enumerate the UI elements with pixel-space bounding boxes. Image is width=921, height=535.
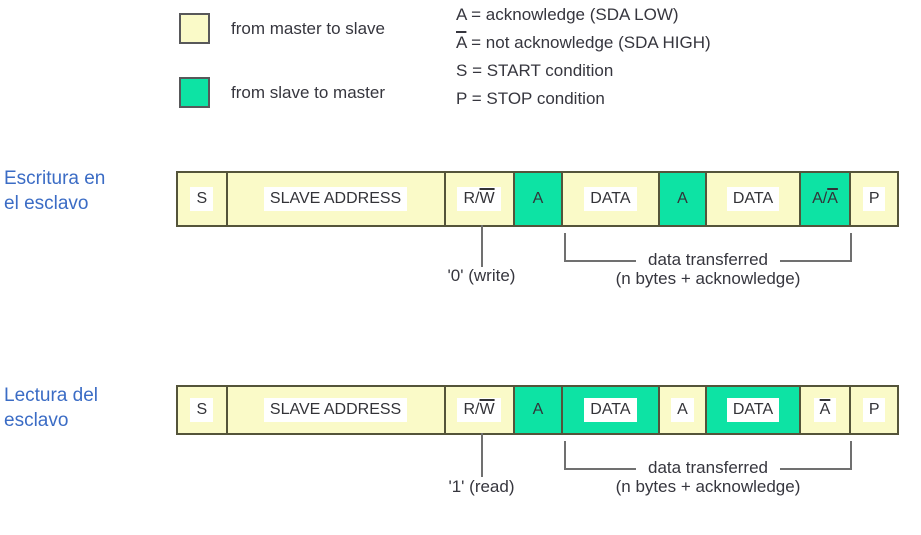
symbol-text: A bbox=[532, 401, 544, 418]
symbol-text: SLAVE ADDRESS bbox=[269, 401, 402, 418]
symbol-text: DATA bbox=[590, 401, 631, 418]
cell-label: A bbox=[671, 398, 694, 422]
symbol-text: S bbox=[196, 190, 208, 207]
symbol-text: P bbox=[456, 89, 468, 108]
cell-label: S bbox=[190, 187, 214, 211]
cell-a: A bbox=[512, 173, 562, 225]
overlined-symbol: A bbox=[819, 401, 831, 418]
row-title-write-to-slave: Escritura en el esclavo bbox=[4, 166, 105, 216]
legend-label: from slave to master bbox=[231, 82, 385, 102]
symbol-text: R/ bbox=[463, 190, 480, 207]
symbol-text: P bbox=[868, 401, 880, 418]
cell-s: S bbox=[178, 173, 226, 225]
bracket-label: data transferred bbox=[635, 458, 781, 478]
cell-label: DATA bbox=[584, 398, 637, 422]
cell-label: S bbox=[190, 398, 214, 422]
symbol-text: SLAVE ADDRESS bbox=[269, 190, 402, 207]
cell-p: P bbox=[849, 387, 897, 433]
cell-label: R/W bbox=[457, 187, 501, 211]
cell-label: DATA bbox=[726, 398, 780, 422]
key-line-s: S = START condition bbox=[456, 61, 614, 80]
symbol-text: A bbox=[532, 190, 544, 207]
pointer-label: '0' (write) bbox=[447, 266, 516, 285]
legend-label: from master to slave bbox=[231, 18, 385, 38]
symbol-text: P bbox=[868, 190, 880, 207]
row-title-line: el esclavo bbox=[4, 193, 89, 214]
pointer-line bbox=[480, 433, 483, 477]
overlined-symbol: W bbox=[479, 401, 495, 418]
cell-slave-address: SLAVE ADDRESS bbox=[225, 173, 444, 225]
cell-a: A bbox=[657, 387, 706, 433]
data-transferred-bracket: data transferred bbox=[564, 441, 852, 478]
master-color-swatch bbox=[179, 13, 210, 44]
cell-label: SLAVE ADDRESS bbox=[263, 398, 408, 422]
row-title-line: Escritura en bbox=[4, 168, 106, 189]
pointer-line bbox=[480, 225, 483, 267]
row-title-read-from-slave: Lectura del esclavo bbox=[4, 383, 98, 433]
cell-s: S bbox=[178, 387, 226, 433]
cell-label: P bbox=[862, 187, 886, 211]
cell-data: DATA bbox=[705, 173, 799, 225]
key-line-a-bar: A = not acknowledge (SDA HIGH) bbox=[456, 33, 711, 52]
overlined-symbol: A bbox=[827, 190, 838, 207]
symbol-text: S bbox=[196, 401, 208, 418]
symbol-text: DATA bbox=[590, 190, 631, 207]
symbol-text: DATA bbox=[732, 401, 774, 418]
cell-label: A bbox=[671, 187, 694, 211]
symbol-text: S bbox=[456, 61, 468, 80]
cell-label: SLAVE ADDRESS bbox=[263, 187, 408, 211]
cell-label: P bbox=[862, 398, 886, 422]
key-line-a: A = acknowledge (SDA LOW) bbox=[456, 5, 679, 24]
cell-a: A bbox=[798, 387, 850, 433]
cell-label: A bbox=[527, 398, 550, 422]
pointer-label: '1' (read) bbox=[448, 477, 515, 496]
legend: from master to slave from slave to master bbox=[179, 13, 385, 108]
cell-label: R/W bbox=[457, 398, 501, 422]
symbol-text: DATA bbox=[732, 190, 774, 207]
data-transferred-bracket: data transferred bbox=[564, 233, 852, 270]
symbol-text: A/ bbox=[812, 190, 828, 207]
cell-a: A bbox=[512, 387, 562, 433]
cell-label: A bbox=[527, 187, 550, 211]
cell-data: DATA bbox=[561, 387, 658, 433]
cell-label: DATA bbox=[584, 187, 637, 211]
cell-r-w: R/W bbox=[443, 387, 513, 433]
row-title-line: esclavo bbox=[4, 410, 69, 431]
legend-item-slave: from slave to master bbox=[179, 77, 385, 108]
symbol-key: A = acknowledge (SDA LOW) A = not acknowl… bbox=[456, 1, 711, 113]
bracket-label: data transferred bbox=[635, 250, 781, 270]
symbol-text: R/ bbox=[463, 401, 480, 418]
cell-data: DATA bbox=[561, 173, 658, 225]
frame-write-to-slave: S SLAVE ADDRESS R/W A DATA A DATA A/A P bbox=[176, 171, 899, 227]
overlined-symbol: A bbox=[456, 33, 467, 52]
cell-slave-address: SLAVE ADDRESS bbox=[225, 387, 444, 433]
cell-r-w: R/W bbox=[443, 173, 513, 225]
symbol-text: A bbox=[677, 401, 688, 418]
cell-a-a: A/A bbox=[798, 173, 850, 225]
cell-a: A bbox=[657, 173, 706, 225]
overlined-symbol: W bbox=[479, 190, 495, 207]
cell-label: A bbox=[813, 398, 837, 422]
legend-item-master: from master to slave bbox=[179, 13, 385, 44]
frame-read-from-slave: S SLAVE ADDRESS R/W A DATA A DATA A P bbox=[176, 385, 899, 435]
bracket-sublabel: (n bytes + acknowledge) bbox=[615, 477, 801, 496]
bracket-sublabel: (n bytes + acknowledge) bbox=[615, 269, 801, 288]
key-line-p: P = STOP condition bbox=[456, 89, 605, 108]
symbol-text: A bbox=[456, 5, 467, 24]
slave-color-swatch bbox=[179, 77, 210, 108]
cell-label: DATA bbox=[726, 187, 780, 211]
cell-p: P bbox=[849, 173, 897, 225]
cell-data: DATA bbox=[705, 387, 799, 433]
cell-label: A/A bbox=[806, 187, 844, 211]
row-title-line: Lectura del bbox=[4, 385, 99, 406]
symbol-text: A bbox=[677, 190, 688, 207]
